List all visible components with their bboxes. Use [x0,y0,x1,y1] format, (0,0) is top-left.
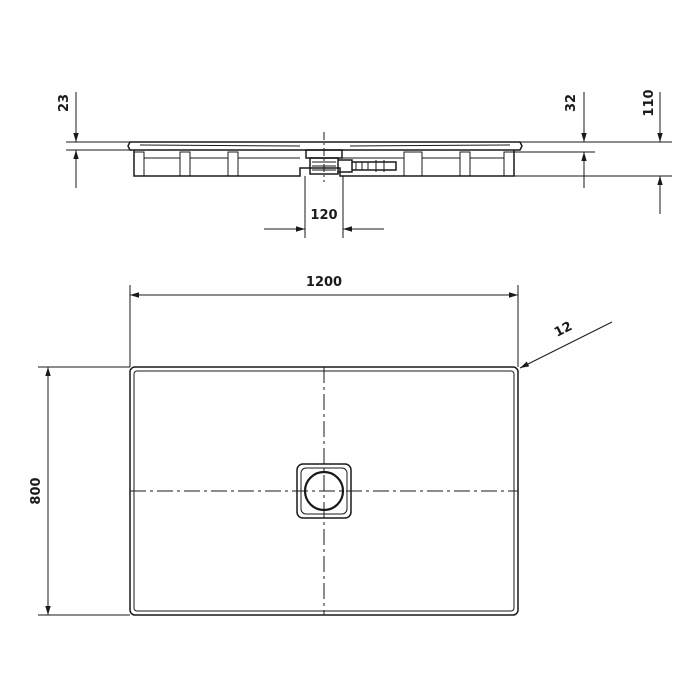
dim-length: 1200 [129,275,519,367]
dim-width-label: 800 [29,477,44,504]
dim-total-height-label: 110 [642,89,657,116]
dim-corner-radius-label: 12 [552,319,575,341]
dim-rim-height: 23 [57,92,130,188]
dim-drain-width: 120 [264,176,384,238]
dim-length-label: 1200 [306,275,342,290]
dim-edge-height: 32 [514,92,595,188]
dim-total-height: 110 [514,89,672,214]
dim-rim-height-label: 23 [57,94,72,112]
section-view [127,132,523,182]
tray-support-body [133,150,515,177]
dim-width: 800 [29,366,130,616]
dim-edge-height-label: 32 [564,94,579,112]
drain-cover [296,463,352,519]
drain-trap [305,149,397,175]
dim-drain-width-label: 120 [310,208,337,223]
plan-view [129,366,519,616]
tray-rim [127,141,523,151]
dim-corner-radius: 12 [519,319,613,369]
